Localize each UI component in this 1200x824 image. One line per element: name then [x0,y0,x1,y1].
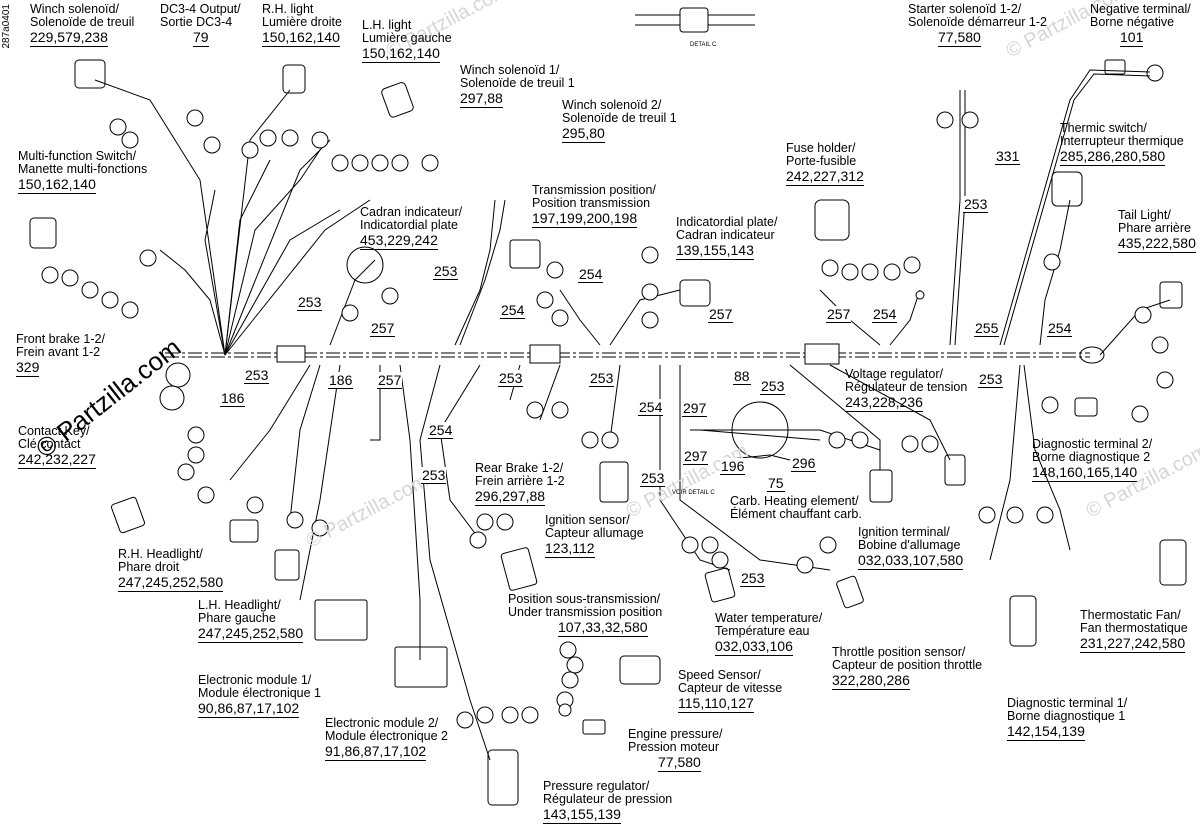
ignition-terminal-label: Ignition terminal/Bobine d'allumage 032,… [858,525,964,570]
ref-number: 331 [995,148,1021,165]
ref-number: 255 [974,320,1000,337]
ref-number: 196 [720,458,746,475]
front-brake-label: Front brake 1-2/Frein avant 1-2 329 [16,332,105,377]
ref-number: 253 [978,371,1004,388]
electronic-module-2-label: Electronic module 2/Module électronique … [325,716,448,761]
ignition-sensor-label: Ignition sensor/Capteur allumage 123,112 [545,513,644,558]
ref-number: 253 [421,467,447,484]
ref-number: 253 [589,370,615,387]
winch-solenoid-2-label: Winch solenoïd 2/Solenoïde de treuil 1 2… [562,98,677,143]
speed-sensor-label: Speed Sensor/Capteur de vitesse 115,110,… [678,668,783,713]
ref-number: 257 [708,306,734,323]
ref-number: 257 [377,372,403,389]
electronic-module-1-label: Electronic module 1/Module électronique … [198,673,321,718]
throttle-position-label: Throttle position sensor/Capteur de posi… [832,645,983,690]
contact-key-label: Contact Key/Clé contact 242,232,227 [18,424,96,469]
rear-brake-label: Rear Brake 1-2/Frein arrière 1-2 296,297… [475,461,565,506]
ref-number: 186 [328,372,354,389]
ref-number: 254 [428,422,454,439]
ref-number: 253 [244,367,270,384]
ref-number: 254 [578,266,604,283]
cadran-indicateur-label: Cadran indicateur/Indicatordial plate 45… [360,205,463,250]
water-temperature-label: Water temperature/Température eau 032,03… [715,611,823,656]
starter-solenoid-label: Starter solenoïd 1-2/Solenoïde démarreur… [908,2,1047,47]
pressure-regulator-label: Pressure regulator/Régulateur de pressio… [543,779,673,824]
negative-terminal-label: Negative terminal/Borne négative 101 [1090,2,1191,47]
rh-headlight-label: R.H. Headlight/Phare droit 247,245,252,5… [118,547,224,592]
ref-number: 254 [638,399,664,416]
ref-number: 254 [500,302,526,319]
thermic-switch-label: Thermic switch/Interrupteur thermique 28… [1060,121,1184,166]
ref-number: 254 [872,306,898,323]
detail-c-label: DETAIL C [690,42,717,48]
ref-number: 253 [498,370,524,387]
diagnostic-terminal-2-label: Diagnostic terminal 2/Borne diagnostique… [1032,437,1153,482]
ref-number: 253 [433,263,459,280]
ref-number: 296 [791,455,817,472]
winch-solenoid-label: Winch solenoïd/Solenoïde de treuil 229,5… [30,2,135,47]
ref-number: 186 [220,390,246,407]
ref-number: 257 [370,320,396,337]
ref-number: 253 [760,378,786,395]
multi-function-switch-label: Multi-function Switch/Manette multi-fonc… [18,149,148,194]
ref-number: 253 [640,470,666,487]
engine-pressure-label: Engine pressure/Pression moteur 77,580 [628,727,723,772]
voltage-regulator-label: Voltage regulator/Régulateur de tension … [845,367,968,412]
winch-solenoid-1-label: Winch solenoïd 1/Solenoïde de treuil 1 2… [460,63,575,108]
carb-heating-label: Carb. Heating element/Élément chauffant … [730,494,862,521]
voir-detail-label: VOIR DETAIL C [672,490,715,496]
figure-code: 287a0401 [1,4,12,49]
ref-number: 254 [1047,320,1073,337]
ref-number: 253 [963,196,989,213]
transmission-position-label: Transmission position/Position transmiss… [532,183,656,228]
indicatordial-plate-label: Indicatordial plate/Cadran indicateur 13… [676,215,778,260]
ref-number: 253 [297,294,323,311]
under-transmission-label: Position sous-transmission/Under transmi… [508,592,663,637]
ref-number: 253 [740,570,766,587]
lh-headlight-label: L.H. Headlight/Phare gauche 247,245,252,… [198,598,304,643]
ref-number: 75 [767,475,785,492]
ref-number: 88 [733,368,751,385]
dc3-4-output-label: DC3-4 Output/Sortie DC3-4 79 [160,2,241,47]
diagnostic-terminal-1-label: Diagnostic terminal 1/Borne diagnostique… [1007,696,1128,741]
ref-number: 257 [826,306,852,323]
tail-light-label: Tail Light/Phare arrière 435,222,580 [1118,208,1196,253]
ref-number: 297 [683,448,709,465]
thermostatic-fan-label: Thermostatic Fan/Fan thermostatique 231,… [1080,608,1188,653]
fuse-holder-label: Fuse holder/Porte-fusible 242,227,312 [786,141,864,186]
ref-number: 297 [682,400,708,417]
